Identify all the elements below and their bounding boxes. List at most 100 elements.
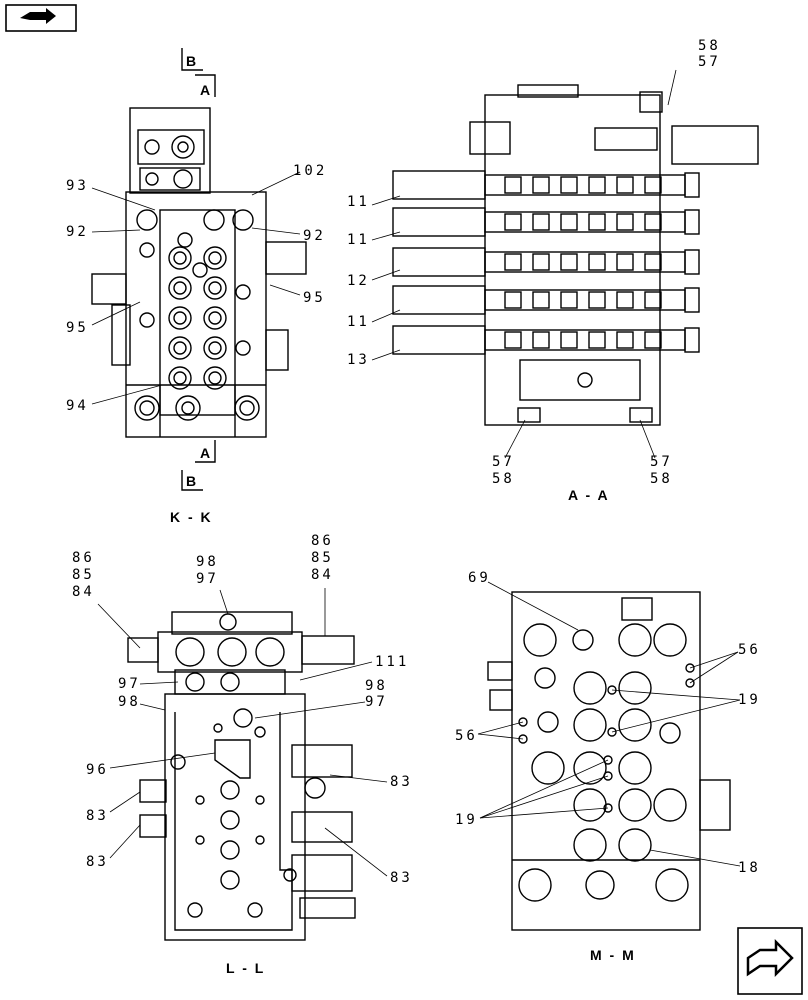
port-circle: [531, 751, 565, 785]
aa-callout-57-br: 57: [650, 454, 673, 470]
port-circle: [573, 828, 607, 862]
port-circle: [534, 667, 556, 689]
spool-body: [484, 289, 686, 311]
spool-land: [532, 331, 550, 349]
spool-land: [504, 291, 522, 309]
spool-end: [684, 249, 700, 275]
aa-caption: A - A: [568, 487, 610, 503]
mm-caption: M - M: [590, 947, 636, 963]
view-mm: 69 56 19 56 19 18 M - M: [455, 570, 761, 963]
port-circle: [618, 751, 652, 785]
port-circle: [208, 311, 222, 325]
spool-land: [504, 213, 522, 231]
port-circle: [518, 734, 528, 744]
ll-callout-98-top: 98: [196, 554, 219, 570]
spool-land: [504, 253, 522, 271]
spool-land: [616, 291, 634, 309]
port-circle: [173, 371, 187, 385]
port-circle: [168, 366, 192, 390]
port-circle: [187, 902, 203, 918]
port-circle: [685, 678, 695, 688]
port-circle: [220, 870, 240, 890]
bolt-circle: [235, 284, 251, 300]
port-circle: [655, 868, 689, 902]
spool-land: [532, 253, 550, 271]
port-circle: [603, 755, 613, 765]
ll-callout-98-right: 98: [365, 678, 388, 694]
kk-section-bottom: B: [186, 473, 196, 489]
port-circle: [195, 835, 205, 845]
spool-land: [644, 176, 662, 194]
spool-body: [484, 211, 686, 233]
aa-callout-11-b: 11: [347, 232, 370, 248]
ll-callout-85-right: 85: [311, 550, 334, 566]
port-circle: [573, 751, 607, 785]
port-circle: [208, 341, 222, 355]
mm-callout-19-right: 19: [738, 692, 761, 708]
port-circle: [203, 336, 227, 360]
spool-land: [504, 331, 522, 349]
view-ll: 86 85 84 98 97 86 85 84 111 97 98 98 97 …: [72, 533, 413, 976]
port-circle: [573, 671, 607, 705]
book-arrow-icon[interactable]: [737, 927, 803, 995]
port-circle: [220, 840, 240, 860]
kk-callout-92-left: 92: [66, 224, 89, 240]
port-circle: [168, 246, 192, 270]
spool-land: [532, 291, 550, 309]
spool-cap: [392, 207, 486, 237]
port-circle: [203, 276, 227, 300]
mm-callout-19-left: 19: [455, 812, 478, 828]
spool-land: [644, 331, 662, 349]
kk-callout-92-right: 92: [303, 228, 326, 244]
port-circle: [659, 722, 681, 744]
spool-land: [616, 176, 634, 194]
port-circle: [220, 810, 240, 830]
port-circle: [573, 788, 607, 822]
mm-callout-69: 69: [468, 570, 491, 586]
kk-callout-95-left: 95: [66, 320, 89, 336]
port-circle: [603, 771, 613, 781]
port-circle: [170, 754, 186, 770]
spool-land: [560, 213, 578, 231]
port-circle: [254, 726, 266, 738]
port-circle: [304, 777, 326, 799]
port-circle: [537, 711, 559, 733]
ll-callout-83-left-a: 83: [86, 808, 109, 824]
ll-callout-86-right: 86: [311, 533, 334, 549]
aa-callout-57-bl: 57: [492, 454, 515, 470]
mm-callout-18: 18: [738, 860, 761, 876]
port-circle: [173, 281, 187, 295]
port-circle: [618, 788, 652, 822]
kk-callout-95-right: 95: [303, 290, 326, 306]
view-aa: 58 57 11 11 12 11 13 57 58 57 58 A - A: [347, 38, 759, 503]
bolt-circle: [177, 232, 193, 248]
ll-callout-97-right: 97: [365, 694, 388, 710]
kk-section-top: B: [186, 53, 196, 69]
ll-callout-97-left: 97: [118, 676, 141, 692]
aa-callout-57-top: 57: [698, 54, 721, 70]
port-circle: [585, 870, 615, 900]
spool-land: [644, 253, 662, 271]
port-circle: [168, 336, 192, 360]
bolt-circle: [139, 242, 155, 258]
aa-callout-11-c: 11: [347, 314, 370, 330]
port-circle: [283, 868, 297, 882]
ll-callout-83-right-b: 83: [390, 870, 413, 886]
spool-land: [560, 331, 578, 349]
spool-land: [532, 213, 550, 231]
ll-callout-85-left: 85: [72, 567, 95, 583]
ll-callout-97-top: 97: [196, 571, 219, 587]
port-circle: [208, 281, 222, 295]
kk-callout-102: 102: [293, 163, 327, 179]
ll-caption: L - L: [226, 960, 265, 976]
spool-cap: [392, 285, 486, 315]
spool-end: [684, 287, 700, 313]
spool-land: [588, 291, 606, 309]
aa-callout-12: 12: [347, 273, 370, 289]
spool-end: [684, 209, 700, 235]
book-arrow-icon[interactable]: [5, 4, 77, 32]
kk-section-a-top: A: [200, 82, 210, 98]
kk-callout-94: 94: [66, 398, 89, 414]
